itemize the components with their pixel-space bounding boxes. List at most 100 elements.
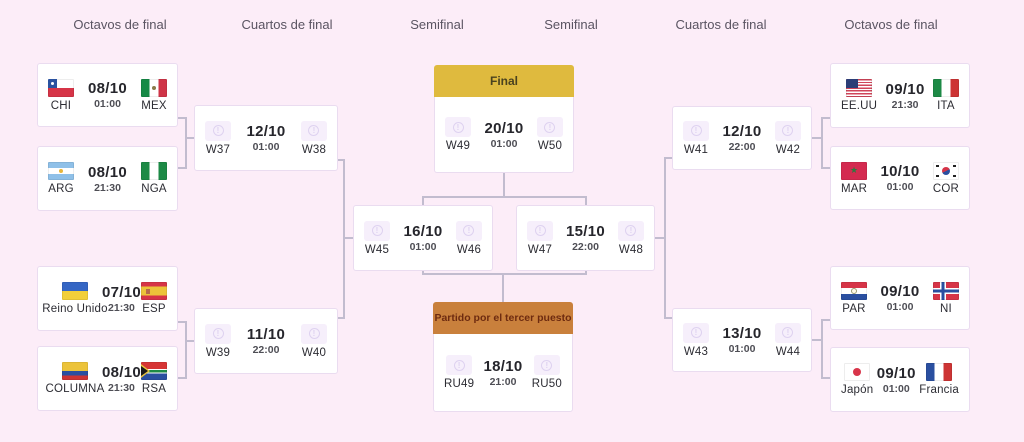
flag-italy-icon (932, 79, 959, 97)
team-code: COR (932, 182, 959, 195)
team-code: MAR (841, 182, 868, 195)
match-date: 16/10 (403, 223, 443, 240)
match-card-reinounido-esp[interactable]: Reino Unido 07/10 21:30 ESP (37, 266, 178, 331)
team-code: PAR (842, 302, 866, 315)
team-home: W49 (445, 117, 471, 152)
match-card-arg-nga[interactable]: ARG 08/10 21:30 NGA (37, 146, 178, 211)
flag-usa-icon (846, 79, 873, 97)
placeholder-flag-icon (455, 220, 482, 241)
team-code: ARG (48, 183, 74, 195)
team-code: Francia (919, 384, 959, 396)
placeholder-flag-icon (617, 220, 644, 241)
flag-south-korea-icon (932, 161, 959, 180)
match-time: 21:30 (891, 98, 919, 111)
match-datetime: 11/10 22:00 (247, 326, 285, 356)
team-home: MAR (841, 161, 868, 195)
match-datetime: 09/10 21:30 (886, 81, 925, 111)
flag-mexico-icon (140, 78, 167, 97)
alert-circle-icon (625, 225, 637, 236)
team-code: RSA (141, 383, 167, 395)
match-card-w43-w44[interactable]: W43 13/10 01:00 W44 (672, 308, 812, 372)
match-card-w37-w38[interactable]: W37 12/10 01:00 W38 (194, 105, 338, 171)
team-away: W44 (774, 322, 801, 358)
match-date: 07/10 (101, 283, 141, 301)
match-time: 22:00 (252, 344, 280, 356)
match-card-japon-francia[interactable]: Japón 09/10 01:00 Francia (830, 347, 970, 412)
match-card-w45-w46[interactable]: W45 16/10 01:00 W46 (353, 205, 493, 271)
match-datetime: 13/10 01:00 (722, 325, 761, 355)
team-away: W42 (774, 120, 801, 156)
match-card-chi-mex[interactable]: CHI 08/10 01:00 MEX (37, 63, 178, 127)
match-datetime: 09/10 01:00 (880, 283, 919, 313)
team-code: W37 (205, 143, 231, 156)
alert-circle-icon (690, 327, 702, 338)
third-place-match: RU49 18/10 21:00 RU50 (433, 334, 573, 412)
match-datetime: 15/10 22:00 (566, 223, 605, 253)
match-time: 01:00 (94, 98, 121, 110)
match-date: 20/10 (484, 119, 524, 137)
team-code: NI (940, 302, 952, 315)
match-time: 01:00 (886, 181, 914, 193)
match-card-par-ni[interactable]: PAR 09/10 01:00 NI (830, 266, 970, 330)
round-label-right-round16: Octavos de final (844, 17, 938, 32)
flag-south-africa-icon (141, 362, 167, 380)
alert-circle-icon (544, 121, 556, 133)
alert-circle-icon (308, 328, 320, 339)
match-date: 12/10 (722, 123, 762, 140)
third-place-title: Partido por el tercer puesto (433, 302, 573, 334)
team-code: ESP (142, 303, 166, 315)
match-card-w47-w48[interactable]: W47 15/10 22:00 W48 (516, 205, 655, 271)
flag-paraguay-icon (841, 281, 867, 300)
alert-circle-icon (212, 328, 224, 339)
flag-argentina-icon (48, 162, 74, 180)
team-code: ITA (937, 100, 955, 112)
team-away: COR (932, 161, 959, 195)
match-date: 09/10 (880, 283, 920, 300)
team-code: Reino Unido (42, 303, 108, 315)
match-card-eeuu-ita[interactable]: EE.UU 09/10 21:30 ITA (830, 63, 970, 128)
team-away: W46 (455, 220, 482, 256)
match-date: 18/10 (483, 357, 523, 375)
team-code: NGA (141, 183, 167, 195)
match-time: 01:00 (728, 343, 756, 355)
match-card-columna-rsa[interactable]: COLUMNA 08/10 21:30 RSA (37, 346, 178, 411)
match-card-w41-w42[interactable]: W41 12/10 22:00 W42 (672, 106, 812, 170)
team-code: W46 (456, 243, 482, 256)
placeholder-flag-icon (301, 323, 327, 344)
team-code: W41 (683, 143, 709, 156)
placeholder-flag-icon (774, 322, 801, 343)
match-datetime: 09/10 01:00 (877, 365, 916, 395)
match-card-w39-w40[interactable]: W39 11/10 22:00 W40 (194, 308, 338, 374)
team-code: MEX (141, 99, 167, 112)
round-label-semifinal-right: Semifinal (544, 17, 598, 32)
flag-japan-icon (844, 363, 871, 381)
round-label-semifinal-left: Semifinal (410, 17, 464, 32)
final-box[interactable]: Final W49 20/10 01:00 W50 (434, 65, 574, 173)
match-datetime: 12/10 22:00 (722, 123, 761, 153)
team-away: NGA (140, 162, 167, 195)
match-datetime: 10/10 01:00 (880, 163, 919, 193)
match-datetime: 07/10 21:30 (102, 284, 141, 314)
alert-circle-icon (534, 225, 546, 236)
flag-chile-icon (48, 78, 74, 97)
team-away: W40 (301, 323, 327, 359)
team-code: W44 (775, 345, 801, 358)
third-place-box[interactable]: Partido por el tercer puesto RU49 18/10 … (433, 302, 573, 412)
flag-colombia-icon (61, 362, 88, 380)
flag-france-icon (926, 363, 953, 381)
flag-spain-icon (141, 282, 167, 300)
match-date: 08/10 (87, 163, 128, 181)
alert-circle-icon (782, 125, 794, 136)
alert-circle-icon (453, 359, 465, 371)
match-time: 21:00 (489, 375, 517, 388)
match-datetime: 08/10 21:30 (102, 364, 141, 394)
match-time: 21:30 (108, 301, 135, 314)
team-code: W48 (618, 243, 644, 256)
match-datetime: 08/10 21:30 (88, 164, 127, 194)
team-home: W47 (527, 220, 553, 256)
team-home: W39 (205, 323, 231, 359)
match-card-mar-cor[interactable]: MAR 10/10 01:00 COR (830, 146, 970, 210)
alert-circle-icon (690, 125, 702, 136)
placeholder-flag-icon (445, 117, 471, 137)
